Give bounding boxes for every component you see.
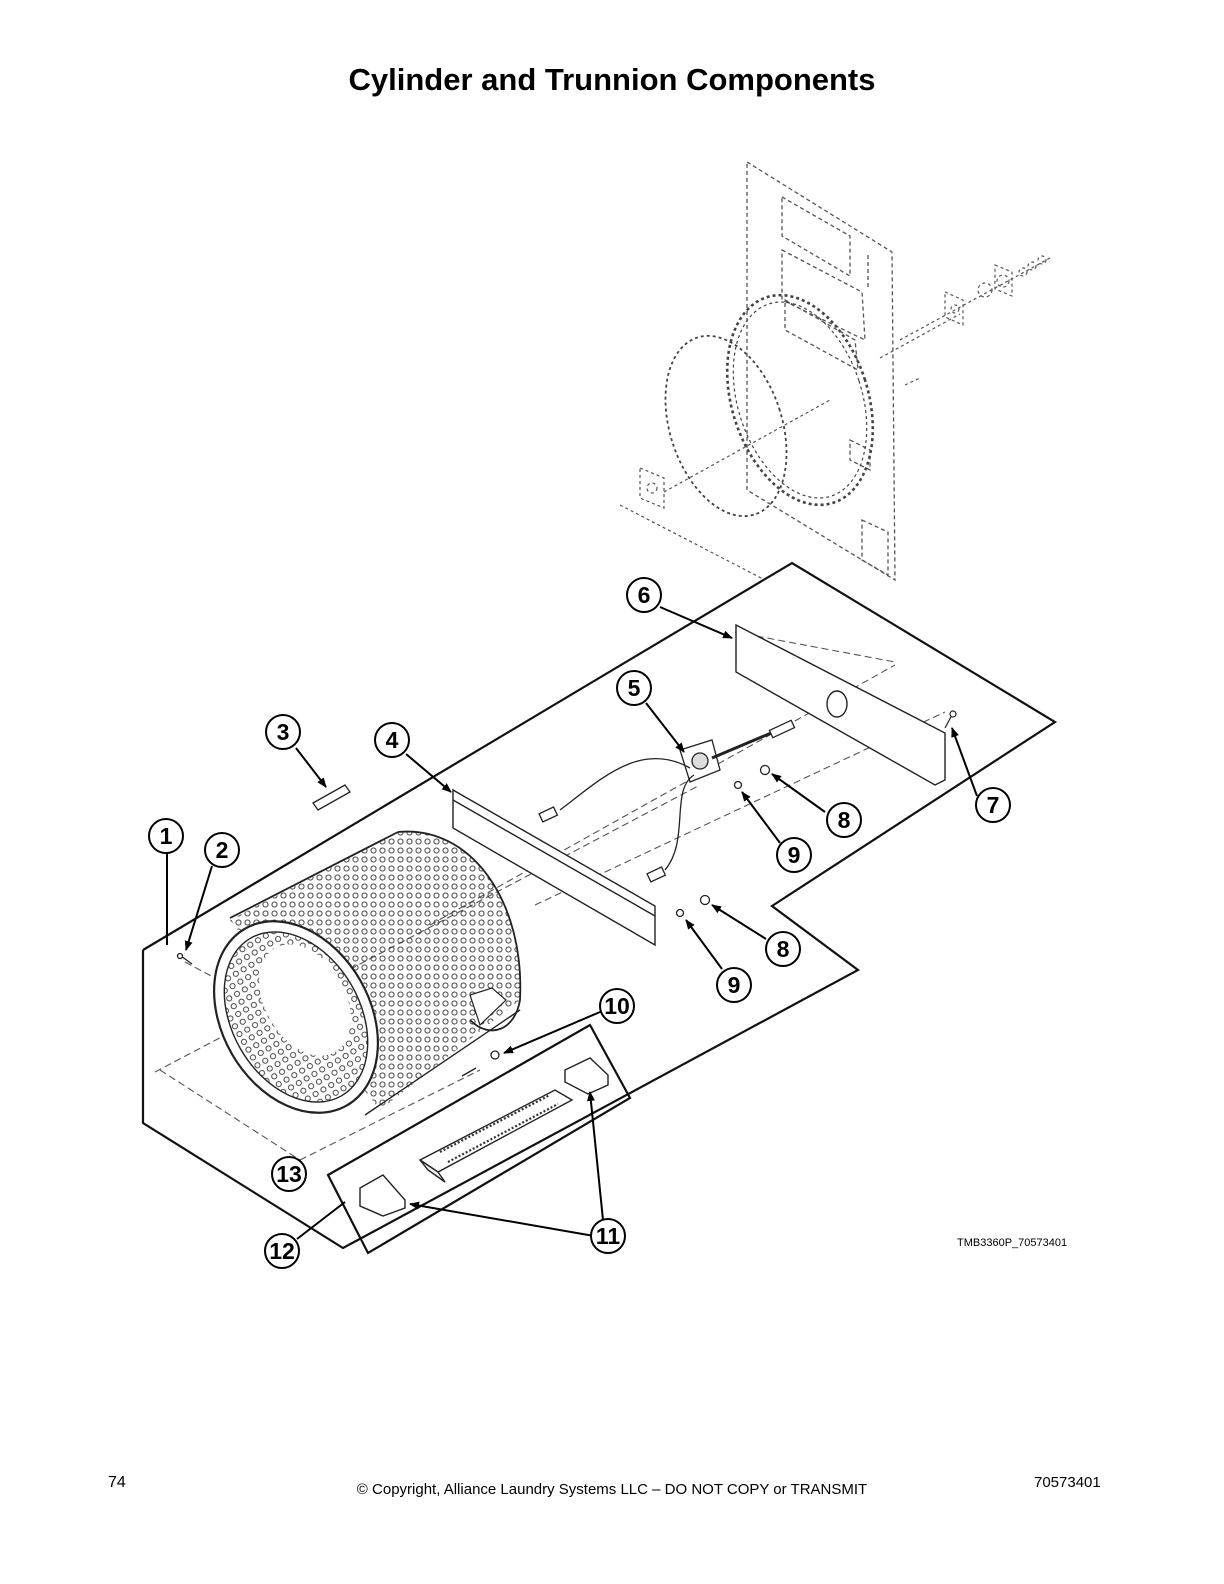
callout-1: 1	[148, 818, 184, 854]
svg-text:1: 1	[160, 823, 173, 849]
svg-text:9: 9	[788, 842, 801, 868]
svg-text:7: 7	[987, 792, 1000, 818]
group-outline-main	[141, 561, 1058, 1250]
callout-11: 11	[590, 1218, 626, 1254]
callout-4: 4	[374, 722, 410, 758]
callout-7: 7	[975, 787, 1011, 823]
svg-text:2: 2	[216, 837, 229, 863]
callout-3: 3	[265, 714, 301, 750]
svg-text:9: 9	[728, 972, 741, 998]
trunnion-hardware-phantom	[619, 255, 1051, 581]
part-11-end-caps	[359, 1057, 609, 1217]
callout-12: 12	[264, 1233, 300, 1269]
svg-text:6: 6	[638, 582, 651, 608]
part-1-cylinder	[212, 830, 522, 1116]
callout-5: 5	[616, 670, 652, 706]
callout-13: 13	[271, 1156, 307, 1192]
svg-text:8: 8	[777, 936, 790, 962]
svg-text:5: 5	[628, 675, 641, 701]
svg-text:8: 8	[838, 807, 851, 833]
svg-text:11: 11	[596, 1223, 621, 1249]
part-5-sensor-harness	[538, 719, 796, 883]
svg-text:4: 4	[386, 727, 399, 753]
part-12-lifter	[418, 1089, 574, 1183]
document-number: 70573401	[1034, 1474, 1101, 1491]
part-7-screw	[944, 710, 957, 729]
part-4-strip	[452, 788, 656, 947]
svg-text:10: 10	[604, 993, 630, 1019]
part-2-screw	[176, 952, 193, 965]
callout-2: 2	[204, 832, 240, 868]
callout-10: 10	[599, 988, 635, 1024]
part-6-panel	[735, 623, 946, 786]
group-outline-lifter	[326, 1023, 632, 1255]
svg-text:12: 12	[269, 1238, 295, 1264]
svg-text:13: 13	[276, 1161, 302, 1187]
hardware-washers-nuts	[461, 764, 771, 1077]
copyright-notice: © Copyright, Alliance Laundry Systems LL…	[356, 1481, 868, 1498]
part-3-pin	[312, 784, 351, 811]
svg-text:3: 3	[277, 719, 290, 745]
leader-lines	[166, 606, 978, 1240]
callout-9-lower: 9	[716, 967, 752, 1003]
callout-8-lower: 8	[765, 931, 801, 967]
page-number: 74	[108, 1474, 126, 1491]
rear-panel-phantom	[746, 160, 896, 582]
callout-6: 6	[626, 577, 662, 613]
drawing-reference: TMB3360P_70573401	[957, 1237, 1067, 1249]
page-title: Cylinder and Trunnion Components	[348, 62, 876, 97]
drum-seal-rings-phantom	[664, 293, 875, 518]
callout-8-upper: 8	[826, 802, 862, 838]
callout-9-upper: 9	[776, 837, 812, 873]
